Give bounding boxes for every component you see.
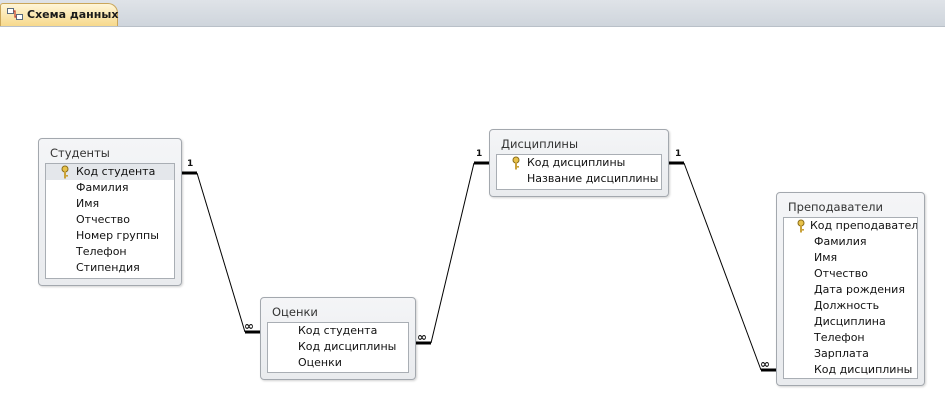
field-name: Код дисциплины bbox=[814, 363, 913, 376]
table-title: Оценки bbox=[272, 305, 318, 319]
field-item-primary-key[interactable]: Код дисциплины bbox=[497, 155, 661, 171]
field-name: Отчество bbox=[814, 267, 869, 280]
field-name: Название дисциплины bbox=[527, 172, 659, 185]
table-title: Преподаватели bbox=[788, 200, 883, 214]
field-name: Дисциплина bbox=[814, 315, 886, 328]
field-item[interactable]: Зарплата bbox=[784, 346, 917, 362]
field-item[interactable]: Код дисциплины bbox=[268, 339, 408, 355]
relationship-students-grades[interactable] bbox=[181, 171, 261, 334]
relationship-one-label: 1 bbox=[675, 149, 682, 159]
field-item[interactable]: Телефон bbox=[784, 330, 917, 346]
field-item-primary-key[interactable]: Код преподавателя bbox=[784, 218, 917, 234]
field-item[interactable]: Код студента bbox=[268, 323, 408, 339]
field-item[interactable]: Отчество bbox=[784, 266, 917, 282]
field-item[interactable]: Название дисциплины bbox=[497, 171, 661, 187]
field-name: Код дисциплины bbox=[298, 340, 397, 353]
field-list[interactable]: Код дисциплины Название дисциплины bbox=[496, 154, 662, 190]
key-icon bbox=[512, 156, 520, 170]
field-name: Оценки bbox=[298, 356, 342, 369]
field-name: Фамилия bbox=[814, 235, 867, 248]
field-item[interactable]: Код дисциплины bbox=[784, 362, 917, 378]
relationship-grades-disciplines[interactable] bbox=[415, 161, 490, 345]
field-name: Имя bbox=[814, 251, 838, 264]
field-name: Отчество bbox=[76, 213, 131, 226]
field-list[interactable]: Код студента Код дисциплины Оценки bbox=[267, 322, 409, 373]
document-tab-bar: Схема данных bbox=[0, 0, 945, 27]
field-name: Код студента bbox=[76, 165, 156, 178]
relationship-many-label: ∞ bbox=[760, 357, 770, 371]
field-name: Код преподавателя bbox=[810, 219, 918, 232]
field-item[interactable]: Номер группы bbox=[46, 228, 174, 244]
field-item[interactable]: Стипендия bbox=[46, 260, 174, 276]
field-name: Телефон bbox=[76, 245, 127, 258]
field-name: Зарплата bbox=[814, 347, 869, 360]
field-name: Дата рождения bbox=[814, 283, 905, 296]
relationship-disciplines-teachers[interactable] bbox=[668, 161, 777, 372]
table-grades[interactable]: Оценки Код студента Код дисциплины Оценк… bbox=[260, 297, 416, 380]
field-name: Фамилия bbox=[76, 181, 129, 194]
relationship-one-label: 1 bbox=[187, 159, 194, 169]
table-teachers[interactable]: Преподаватели Код преподавателя Фамилия … bbox=[776, 192, 925, 386]
relationship-one-label: 1 bbox=[476, 149, 483, 159]
field-name: Код студента bbox=[298, 324, 378, 337]
field-item[interactable]: Имя bbox=[784, 250, 917, 266]
field-name: Должность bbox=[814, 299, 880, 312]
field-list[interactable]: Код студента Фамилия Имя Отчество Номер … bbox=[45, 163, 175, 279]
key-icon bbox=[797, 219, 805, 233]
field-item[interactable]: Оценки bbox=[268, 355, 408, 371]
tab-title: Схема данных bbox=[27, 8, 119, 21]
field-list[interactable]: Код преподавателя Фамилия Имя Отчество Д… bbox=[783, 217, 918, 379]
relationship-canvas[interactable]: 1 ∞ ∞ 1 1 ∞ Студенты Код студента Фамили… bbox=[0, 27, 945, 414]
field-item[interactable]: Дата рождения bbox=[784, 282, 917, 298]
relationship-lines bbox=[181, 161, 777, 372]
field-name: Номер группы bbox=[76, 229, 159, 242]
field-name: Стипендия bbox=[76, 261, 140, 274]
table-title: Студенты bbox=[50, 146, 110, 160]
field-item[interactable]: Дисциплина bbox=[784, 314, 917, 330]
table-title: Дисциплины bbox=[501, 137, 579, 151]
field-item[interactable]: Телефон bbox=[46, 244, 174, 260]
tab-relationships[interactable]: Схема данных bbox=[0, 3, 118, 26]
field-name: Код дисциплины bbox=[527, 156, 626, 169]
field-item[interactable]: Должность bbox=[784, 298, 917, 314]
field-item[interactable]: Имя bbox=[46, 196, 174, 212]
field-name: Телефон bbox=[814, 331, 865, 344]
field-item[interactable]: Фамилия bbox=[46, 180, 174, 196]
key-icon bbox=[61, 165, 69, 179]
field-name: Имя bbox=[76, 197, 100, 210]
relationship-many-label: ∞ bbox=[417, 330, 427, 344]
table-disciplines[interactable]: Дисциплины Код дисциплины Название дисци… bbox=[489, 129, 669, 197]
field-item-primary-key[interactable]: Код студента bbox=[46, 164, 174, 180]
table-students[interactable]: Студенты Код студента Фамилия Имя Отчест… bbox=[38, 138, 182, 286]
field-item[interactable]: Фамилия bbox=[784, 234, 917, 250]
relationships-icon bbox=[7, 8, 23, 20]
field-item[interactable]: Отчество bbox=[46, 212, 174, 228]
relationship-many-label: ∞ bbox=[244, 319, 254, 333]
